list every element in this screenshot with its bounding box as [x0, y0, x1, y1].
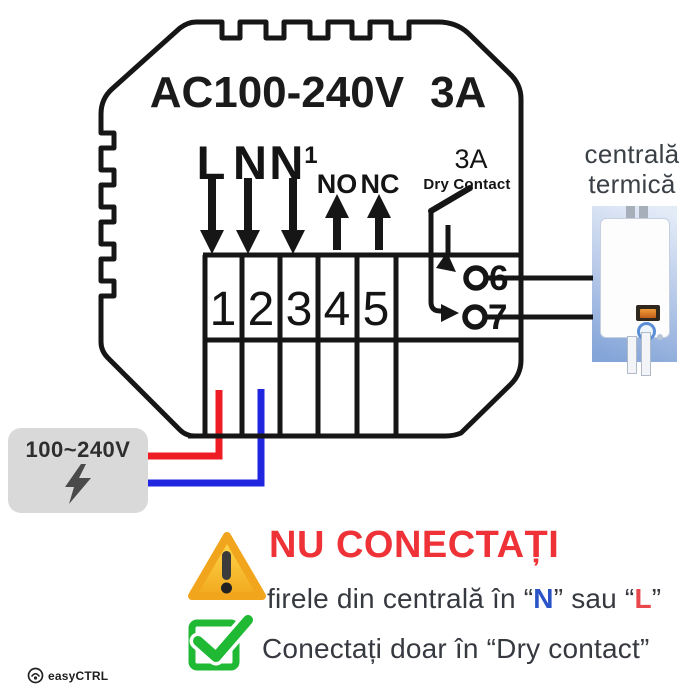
- terminal-cell-5: 5: [362, 283, 390, 336]
- terminal-cell-1: 1: [209, 283, 237, 336]
- arrow-up-NO: [325, 194, 349, 250]
- neutral-wire: [148, 389, 265, 487]
- warning-line-mid: ” sau “: [553, 583, 635, 614]
- boiler-flue-pipe: [626, 206, 635, 219]
- boiler-water-pipe: [641, 332, 651, 376]
- warning-letter-l: L: [634, 583, 652, 614]
- terminal-label-N1: N 1: [269, 136, 318, 189]
- checkbox-checked-icon: [188, 611, 257, 671]
- warning-line: firele din centrală în “N” sau “L”: [267, 583, 661, 615]
- boiler-indicator: [657, 334, 663, 340]
- boiler-label-line1: centrală: [584, 139, 680, 169]
- warning-line-post: ”: [651, 583, 662, 614]
- switch-path-7: [428, 211, 443, 314]
- rating-voltage: AC100-240V: [149, 68, 405, 117]
- terminal-7-circle: [462, 304, 488, 330]
- terminal-cell-2: 2: [247, 283, 275, 336]
- warning-letter-n: N: [533, 583, 554, 614]
- terminal-cell-3: 3: [285, 283, 313, 336]
- arrow-down-N1: [281, 178, 305, 254]
- boiler-label: centrală termică: [576, 139, 688, 199]
- dry-contact-switch: [428, 185, 473, 314]
- switch-arrowhead-6: [436, 252, 456, 272]
- boiler-display: [636, 305, 660, 321]
- arrow-up-NC: [367, 194, 391, 250]
- terminal-number-7: 7: [488, 298, 508, 337]
- wire-direction-arrows: [200, 178, 391, 254]
- terminal-6-circle: [463, 265, 489, 291]
- device-rating: AC100-240V 3A: [118, 68, 518, 118]
- terminal-cell-4: 4: [323, 283, 351, 336]
- brand-name: easyCTRL: [48, 668, 109, 683]
- terminal-label-L: L: [196, 136, 226, 189]
- rating-current: 3A: [430, 68, 487, 117]
- dry-contact-label: Dry Contact: [423, 176, 511, 193]
- boiler-flue-pipe: [639, 206, 648, 219]
- terminal-label-NO: NO: [316, 169, 358, 199]
- terminal-label-NC: NC: [360, 169, 400, 199]
- terminal-label-N: N: [233, 136, 267, 189]
- boiler-image: [592, 206, 677, 376]
- warning-line-pre: firele din centrală în “: [267, 583, 534, 614]
- warning-title: NU CONECTAȚI: [269, 524, 560, 566]
- power-voltage-label: 100~240V: [25, 437, 131, 462]
- live-wire: [148, 390, 223, 460]
- lightning-bolt-icon: [65, 464, 91, 504]
- terminal-block: [188, 252, 521, 439]
- boiler-label-line2: termică: [588, 169, 676, 199]
- instruction-line: Conectați doar în “Dry contact”: [262, 633, 650, 664]
- arrow-down-L: [200, 178, 224, 254]
- power-supply-box: 100~240V: [8, 428, 148, 513]
- brand-logo: easyCTRL: [27, 667, 108, 684]
- dry-contact-current: 3A: [454, 144, 488, 174]
- boiler-water-pipe: [627, 336, 637, 374]
- terminal-number-6: 6: [489, 259, 509, 298]
- switch-arrowhead-7: [441, 304, 459, 322]
- switch-blade: [428, 185, 473, 214]
- warning-triangle-icon: [188, 532, 266, 600]
- arrow-down-N: [236, 178, 260, 254]
- easyctrl-logo-icon: [27, 667, 44, 684]
